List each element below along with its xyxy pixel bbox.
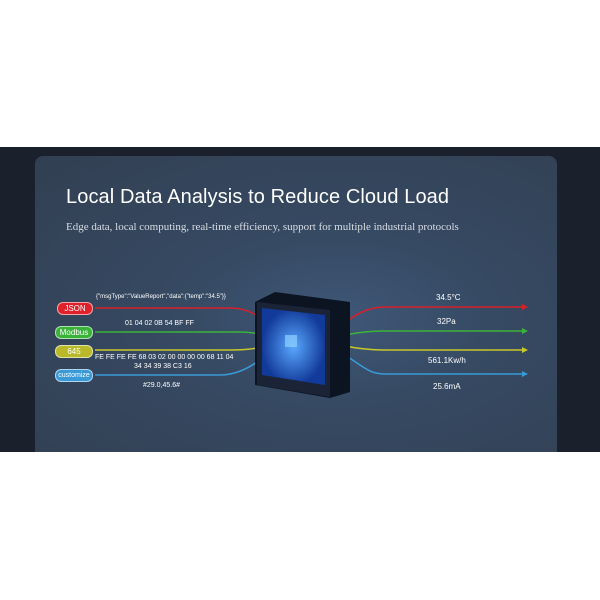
645-tag: 645 [55, 345, 93, 358]
arrow-icon [522, 371, 528, 377]
out-yellow-line [344, 345, 522, 351]
json-tag: JSON [57, 302, 93, 315]
page-title: Local Data Analysis to Reduce Cloud Load [66, 186, 450, 208]
customize-payload: #29.0,45.6# [143, 382, 180, 389]
modbus-tag: Modbus [55, 326, 93, 339]
output-pressure: 32Pa [437, 317, 456, 326]
output-current: 25.6mA [433, 382, 461, 391]
modbus-payload: 01 04 02 0B 54 BF FF [125, 320, 194, 327]
645-payload: FE FE FE FE 68 03 02 00 00 00 00 68 11 0… [95, 354, 234, 361]
arrow-icon [522, 328, 528, 334]
output-temperature: 34.5°C [436, 293, 461, 302]
645-payload-2: 34 34 39 38 C3 16 [134, 363, 192, 370]
json-payload: {"msgType":"ValueReport","data":{"temp":… [96, 294, 226, 300]
out-red-line [344, 306, 522, 323]
out-blue-line [344, 354, 522, 375]
customize-tag: customize [55, 369, 93, 382]
arrow-icon [522, 304, 528, 310]
subtitle: Edge data, local computing, real-time ef… [66, 221, 459, 233]
output-energy: 561.1Kw/h [428, 356, 466, 365]
edge-device [255, 292, 350, 398]
out-green-line [344, 330, 522, 336]
arrow-icon [522, 347, 528, 353]
